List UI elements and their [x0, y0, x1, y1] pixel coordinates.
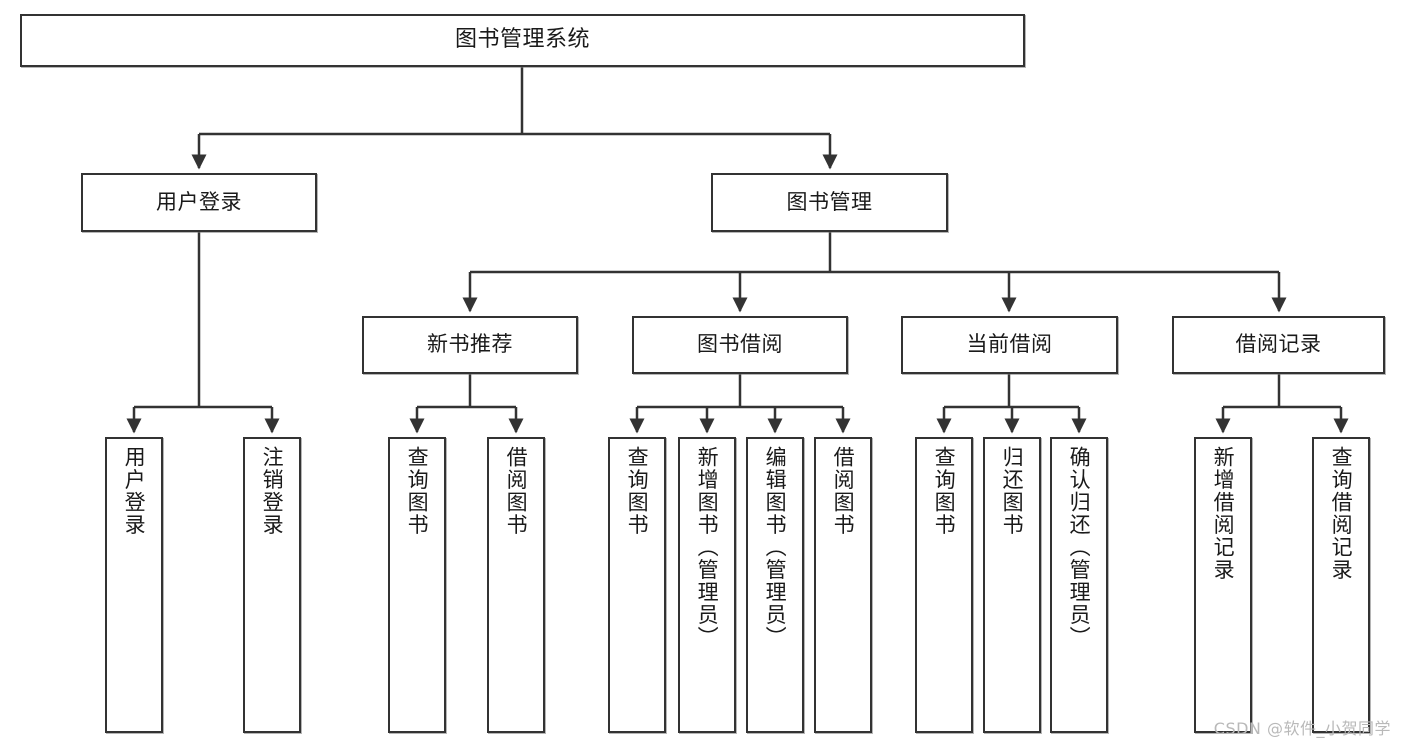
node-leaf-borrow-book-2[interactable]: 借阅图书 — [814, 437, 872, 733]
node-leaf-user-logout[interactable]: 注销登录 — [243, 437, 301, 733]
node-label: 用户登录 — [156, 189, 242, 214]
node-label: 借阅图书 — [831, 446, 856, 536]
node-label: 归还图书 — [1000, 446, 1025, 536]
node-label: 编辑图书（管理员） — [763, 446, 788, 649]
csdn-watermark: CSDN @软件_小贺同学 — [1213, 719, 1391, 738]
node-book-manage[interactable]: 图书管理 — [711, 173, 948, 232]
node-leaf-query-record[interactable]: 查询借阅记录 — [1312, 437, 1370, 733]
node-user-login[interactable]: 用户登录 — [81, 173, 317, 232]
node-book-borrow[interactable]: 图书借阅 — [632, 316, 848, 374]
node-leaf-borrow-book-1[interactable]: 借阅图书 — [487, 437, 545, 733]
node-label: 借阅记录 — [1235, 332, 1322, 357]
node-leaf-add-record[interactable]: 新增借阅记录 — [1194, 437, 1252, 733]
node-leaf-edit-book[interactable]: 编辑图书（管理员） — [746, 437, 804, 733]
node-leaf-query-book-3[interactable]: 查询图书 — [915, 437, 973, 733]
node-label: 注销登录 — [260, 446, 285, 536]
node-label: 查询图书 — [932, 446, 957, 536]
node-label: 新书推荐 — [427, 332, 513, 357]
node-root-system[interactable]: 图书管理系统 — [20, 14, 1025, 67]
node-current-borrow[interactable]: 当前借阅 — [901, 316, 1118, 374]
node-new-book-recommend[interactable]: 新书推荐 — [362, 316, 578, 374]
node-label: 查询图书 — [405, 446, 430, 536]
node-label: 新增图书（管理员） — [695, 446, 720, 649]
node-label: 当前借阅 — [966, 332, 1053, 357]
node-label: 确认归还（管理员） — [1067, 446, 1092, 649]
node-label: 新增借阅记录 — [1211, 446, 1236, 581]
node-leaf-return-book[interactable]: 归还图书 — [983, 437, 1041, 733]
node-leaf-confirm-return[interactable]: 确认归还（管理员） — [1050, 437, 1108, 733]
node-leaf-add-book[interactable]: 新增图书（管理员） — [678, 437, 736, 733]
node-leaf-query-book-2[interactable]: 查询图书 — [608, 437, 666, 733]
node-label: 图书管理 — [786, 189, 873, 214]
node-label: 查询图书 — [625, 446, 650, 536]
node-label: 图书管理系统 — [454, 27, 590, 53]
node-leaf-query-book-1[interactable]: 查询图书 — [388, 437, 446, 733]
node-label: 图书借阅 — [697, 332, 783, 357]
node-borrow-record[interactable]: 借阅记录 — [1172, 316, 1385, 374]
node-leaf-user-login[interactable]: 用户登录 — [105, 437, 163, 733]
node-label: 查询借阅记录 — [1329, 446, 1354, 581]
node-label: 借阅图书 — [504, 446, 529, 536]
node-label: 用户登录 — [122, 446, 147, 536]
